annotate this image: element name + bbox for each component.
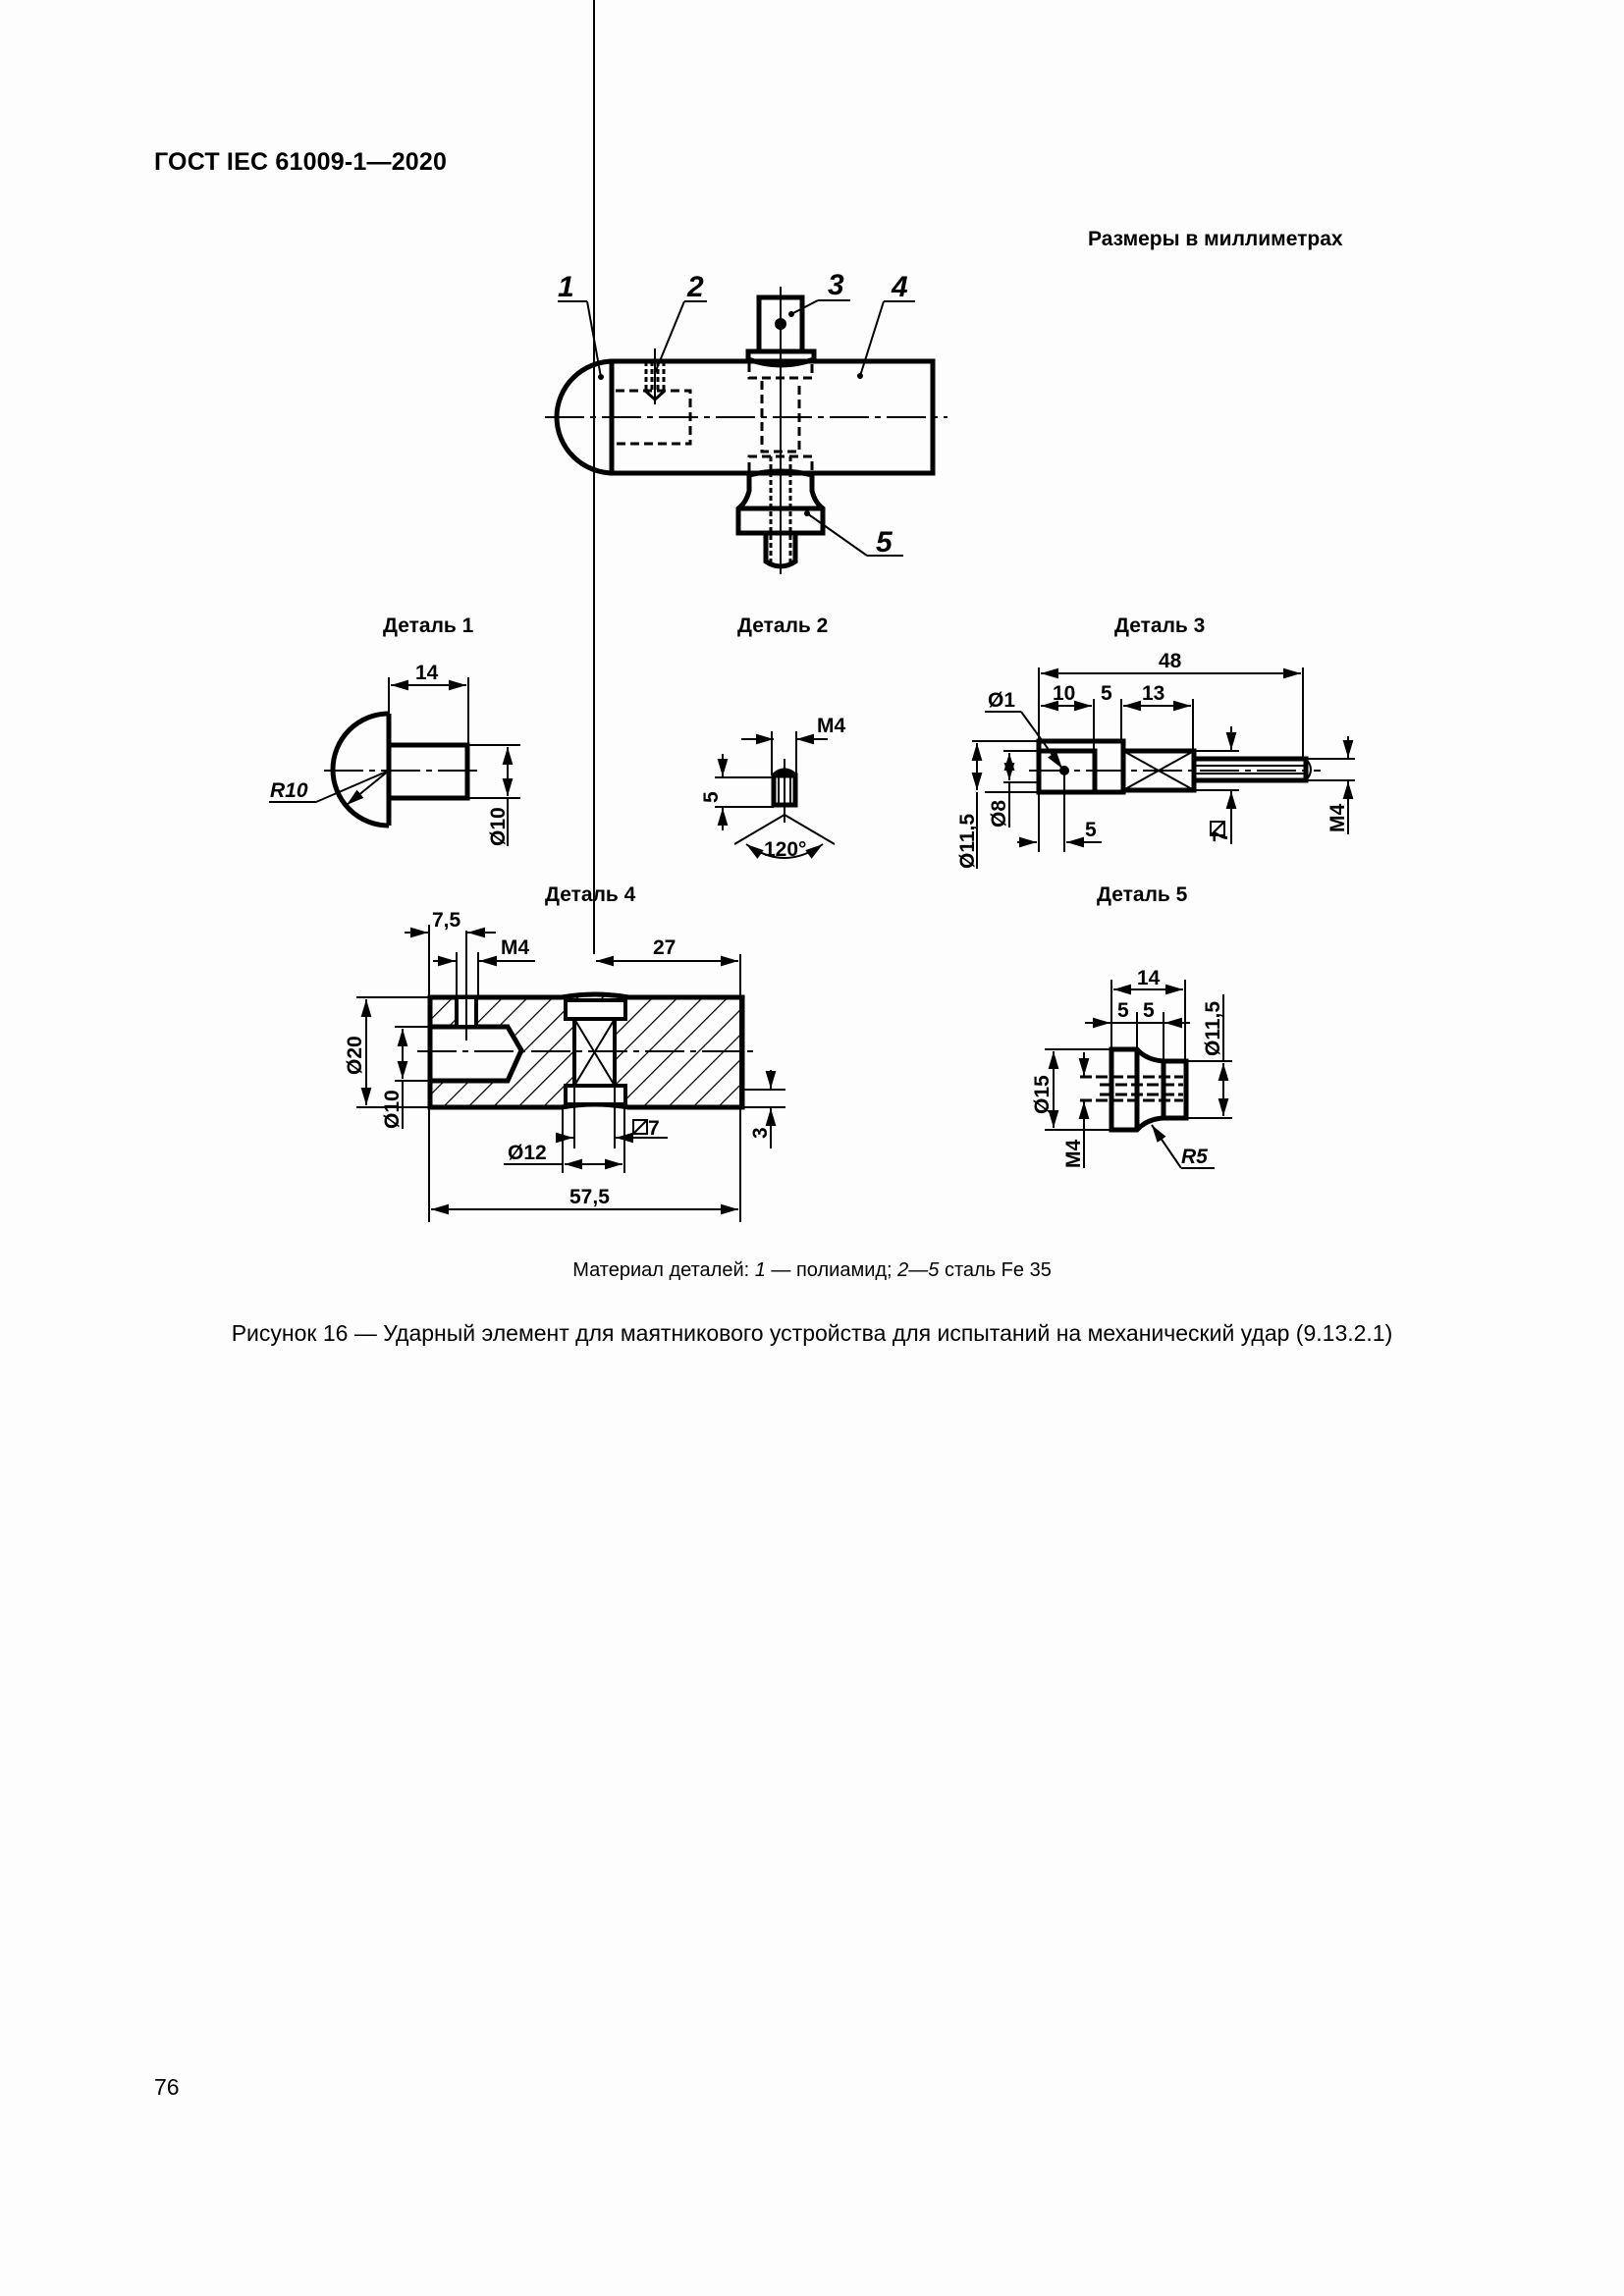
- d1-radius: R10: [270, 779, 308, 802]
- callout-3: 3: [828, 269, 844, 301]
- d1-len: 14: [415, 662, 439, 684]
- d4-d-counter: Ø12: [508, 1142, 547, 1164]
- detail-4: Деталь 4 7,5 M4 27 Ø20 Ø10: [344, 0, 785, 1222]
- d1-dia: Ø10: [487, 807, 510, 846]
- material-note: Материал деталей: 1 — полиамид; 2—5 стал…: [0, 1259, 1624, 1282]
- d4-depth: 3: [749, 1127, 772, 1139]
- detail-5: Деталь 5 14 5 5 Ø15 M4 Ø11,5: [1031, 883, 1232, 1169]
- technical-drawing: 1 2 3 4 5 Деталь 1 14 Ø10 R10 Деталь 2: [269, 0, 1355, 1222]
- detail-3: Деталь 3 48 10 5 13 Ø1 5 Ø11,5: [956, 614, 1355, 869]
- detail-3-title: Деталь 3: [1114, 614, 1205, 637]
- figure-caption: Рисунок 16 — Ударный элемент для маятник…: [231, 1320, 1393, 1346]
- callout-4: 4: [891, 271, 908, 303]
- d3-hole-pos: 5: [1085, 819, 1097, 841]
- d5-overall: 14: [1137, 967, 1161, 989]
- d2-len: 5: [700, 791, 723, 803]
- detail-2: Деталь 2 M4 5 120°: [700, 614, 845, 861]
- d3-seg1: 10: [1053, 682, 1075, 705]
- material-part-1: 1: [754, 1259, 766, 1281]
- material-parts-2-5: 2—5: [897, 1259, 940, 1281]
- d5-d-small: Ø11,5: [1202, 1001, 1224, 1056]
- detail-5-title: Деталь 5: [1097, 883, 1188, 906]
- callout-1: 1: [558, 271, 574, 303]
- page-number: 76: [154, 2074, 180, 2100]
- material-mid: — полиамид;: [765, 1259, 898, 1281]
- d2-thread: M4: [817, 715, 845, 737]
- d3-hole: Ø1: [988, 689, 1015, 712]
- detail-1-title: Деталь 1: [383, 614, 474, 637]
- d4-d-outer: Ø20: [344, 1036, 366, 1075]
- d4-right-len: 27: [653, 936, 676, 959]
- callout-5: 5: [876, 526, 893, 559]
- detail-2-title: Деталь 2: [737, 614, 828, 637]
- assembly-view: 1 2 3 4 5: [545, 269, 947, 574]
- standard-header: ГОСТ IEC 61009-1—2020: [154, 148, 448, 176]
- d4-overall: 57,5: [569, 1186, 610, 1208]
- d3-seg2: 5: [1101, 682, 1112, 705]
- d3-d-outer: Ø11,5: [956, 814, 979, 869]
- d4-hole-pos: 7,5: [432, 909, 461, 932]
- d5-seg2: 5: [1143, 999, 1155, 1022]
- units-note: Размеры в миллиметрах: [1088, 228, 1343, 250]
- material-prefix: Материал деталей:: [572, 1259, 755, 1281]
- d5-thread: M4: [1062, 1140, 1085, 1168]
- d3-d-inner: Ø8: [988, 800, 1010, 828]
- d3-thread: M4: [1326, 804, 1349, 832]
- callout-2: 2: [686, 271, 704, 303]
- d4-d-bore: Ø10: [381, 1090, 404, 1129]
- d3-square: 7: [1210, 830, 1232, 842]
- detail-1: Деталь 1 14 Ø10 R10: [269, 614, 520, 846]
- material-suffix: сталь Fe 35: [939, 1259, 1052, 1281]
- d4-square: 7: [648, 1117, 660, 1140]
- d5-d-large: Ø15: [1031, 1075, 1054, 1114]
- d3-overall: 48: [1159, 650, 1182, 672]
- detail-4-title: Деталь 4: [545, 883, 636, 906]
- d5-seg1: 5: [1117, 999, 1129, 1022]
- d5-radius: R5: [1181, 1146, 1208, 1168]
- d4-thread: M4: [501, 936, 529, 959]
- d3-seg3: 13: [1142, 682, 1164, 705]
- d2-angle: 120°: [764, 838, 806, 861]
